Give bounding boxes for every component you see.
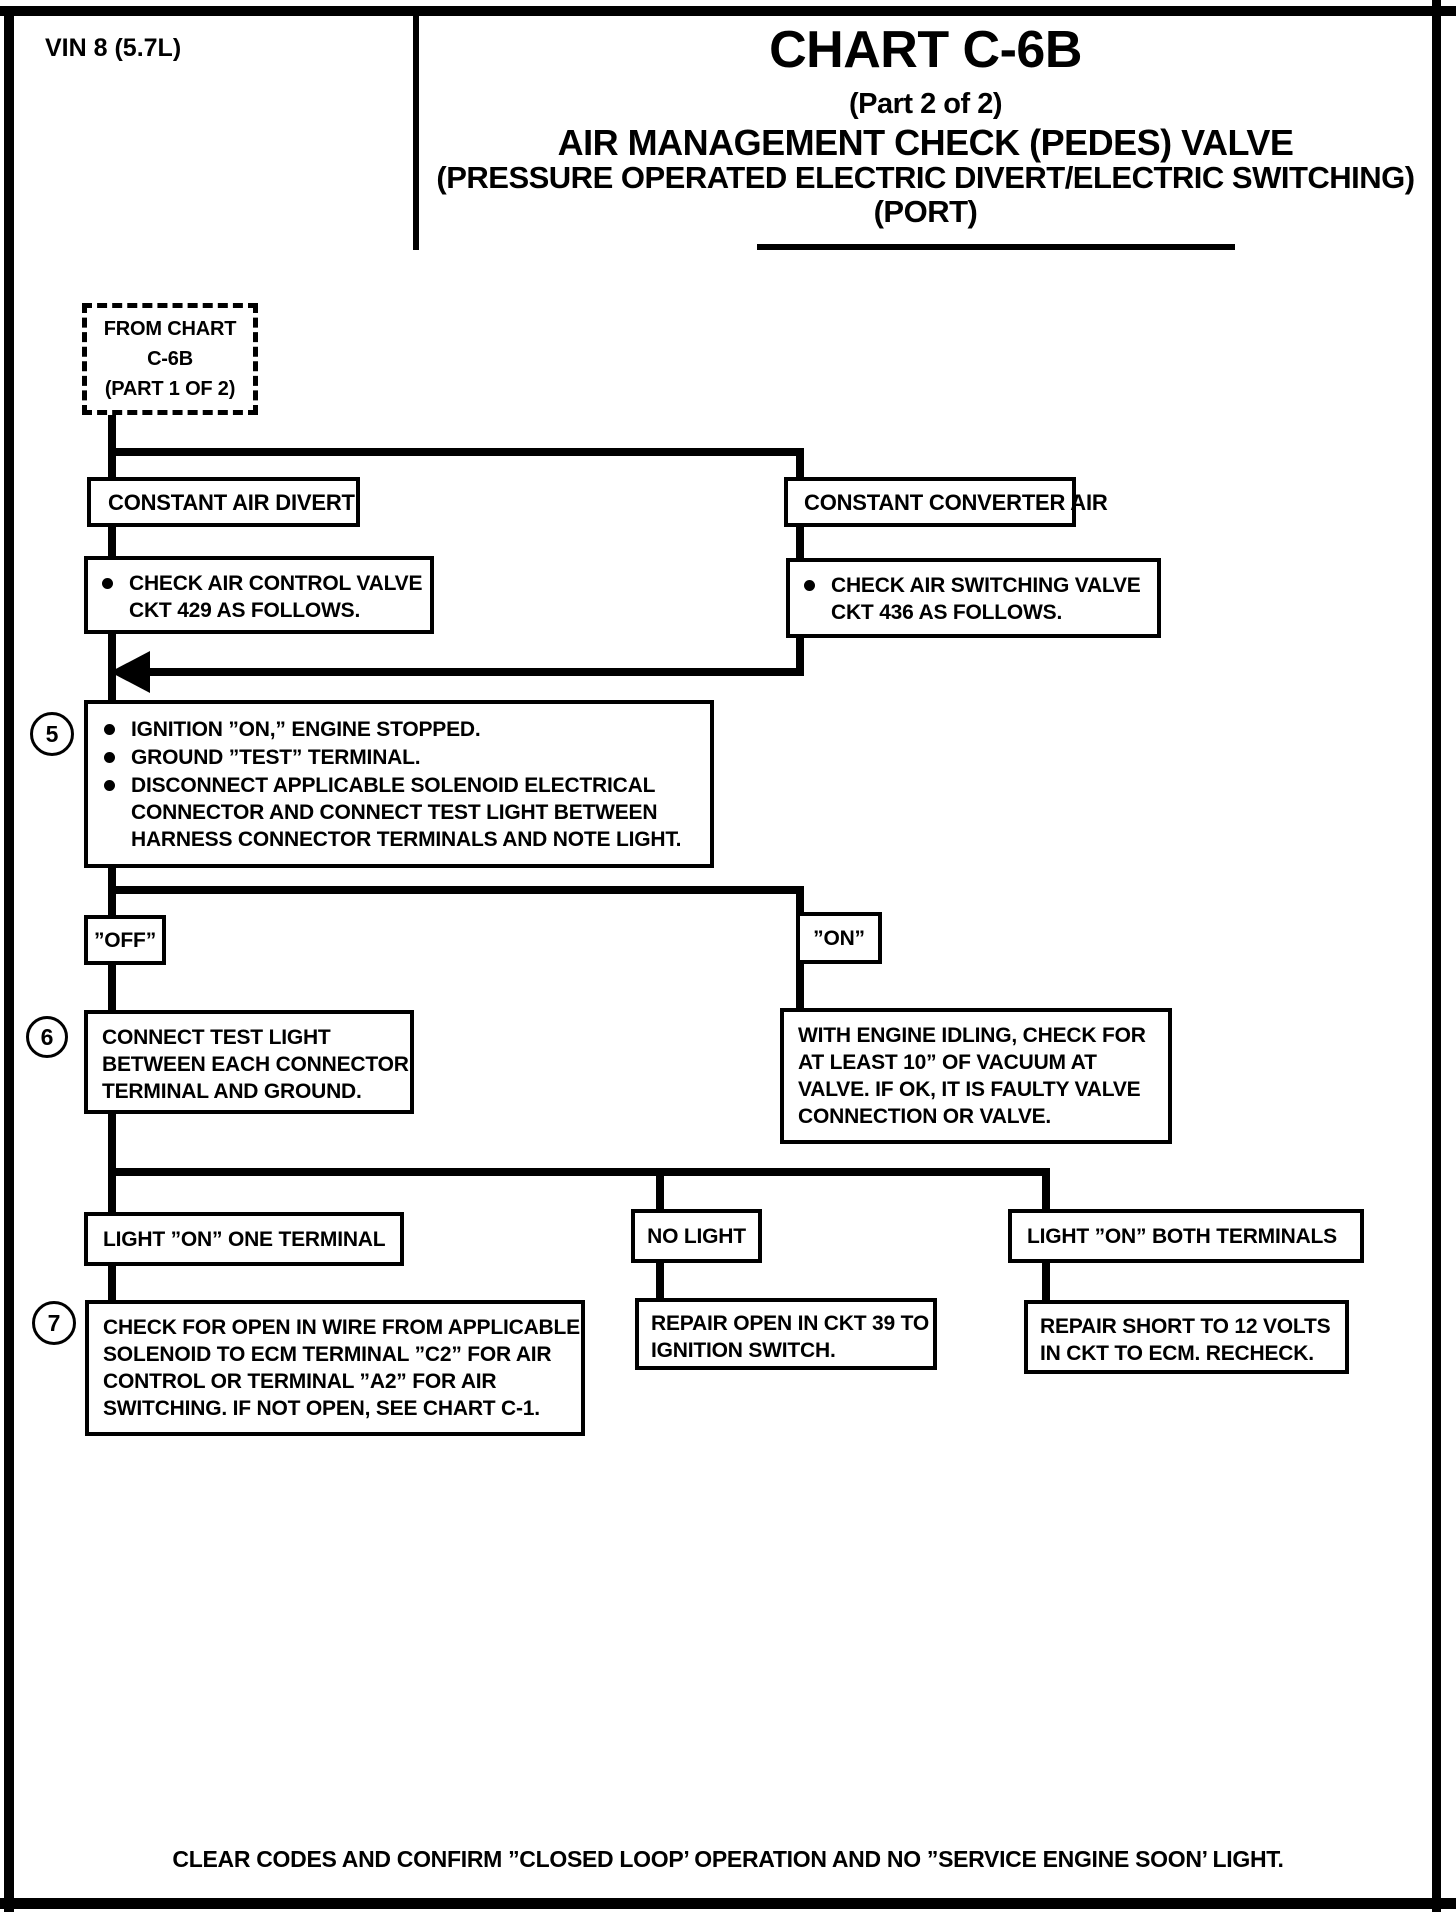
repair-open-line2: IGNITION SWITCH.	[651, 1339, 836, 1362]
from-chart-line1: FROM CHART	[103, 318, 237, 340]
repair-open-line1: REPAIR OPEN IN CKT 39 TO	[651, 1312, 929, 1335]
from-chart-line2: C-6B	[147, 348, 193, 370]
connector-return-horizontal	[146, 668, 804, 676]
page-border-left	[4, 6, 14, 1912]
light-on-both-terminals-label: LIGHT ”ON” BOTH TERMINALS	[1027, 1224, 1337, 1248]
engine-idling-line2: AT LEAST 10” OF VACUUM AT	[798, 1051, 1097, 1074]
connect-test-light-line2: BETWEEN EACH CONNECTOR	[102, 1053, 409, 1076]
check-open-wire-line2: SOLENOID TO ECM TERMINAL ”C2” FOR AIR	[103, 1343, 552, 1366]
step-5-circle: 5	[30, 712, 74, 756]
step-5-number: 5	[45, 720, 59, 747]
page-border-right	[1432, 0, 1441, 1912]
page-subtitle-system: (PRESSURE OPERATED ELECTRIC DIVERT/ELECT…	[436, 160, 1415, 195]
arrow-left-icon	[110, 651, 150, 693]
light-on-one-terminal-box: LIGHT ”ON” ONE TERMINAL	[84, 1212, 404, 1266]
off-label: ”OFF”	[94, 928, 156, 952]
connector-split2-horizontal	[108, 886, 804, 894]
repair-open-box: REPAIR OPEN IN CKT 39 TO IGNITION SWITCH…	[635, 1298, 937, 1370]
page-subtitle-name: AIR MANAGEMENT CHECK (PEDES) VALVE	[557, 122, 1294, 163]
repair-short-box: REPAIR SHORT TO 12 VOLTS IN CKT TO ECM. …	[1024, 1300, 1349, 1374]
constant-converter-air-label: CONSTANT CONVERTER AIR	[804, 489, 1108, 515]
constant-air-divert-label: CONSTANT AIR DIVERT	[108, 489, 355, 515]
repair-short-line1: REPAIR SHORT TO 12 VOLTS	[1040, 1315, 1331, 1338]
check-air-control-box: CHECK AIR CONTROL VALVE CKT 429 AS FOLLO…	[84, 556, 434, 634]
check-air-switching-box: CHECK AIR SWITCHING VALVE CKT 436 AS FOL…	[786, 558, 1161, 638]
check-open-wire-line1: CHECK FOR OPEN IN WIRE FROM APPLICABLE	[103, 1316, 580, 1339]
check-air-switching-line1: CHECK AIR SWITCHING VALVE	[831, 574, 1141, 597]
step-7-number: 7	[47, 1309, 61, 1336]
check-air-control-line2: CKT 429 AS FOLLOWS.	[129, 599, 361, 622]
vin-label: VIN 8 (5.7L)	[45, 34, 182, 62]
engine-idling-line4: CONNECTION OR VALVE.	[798, 1105, 1052, 1128]
from-chart-box: FROM CHART C-6B (PART 1 OF 2)	[82, 303, 258, 415]
page-title: CHART C-6B	[769, 21, 1082, 79]
constant-air-divert-box: CONSTANT AIR DIVERT	[87, 477, 360, 527]
no-light-box: NO LIGHT	[631, 1209, 762, 1263]
from-chart-line3: (PART 1 OF 2)	[104, 378, 236, 400]
bullet-icon	[104, 780, 115, 791]
bullet-icon	[102, 578, 113, 589]
check-open-wire-line4: SWITCHING. IF NOT OPEN, SEE CHART C-1.	[103, 1397, 540, 1420]
footer-note: CLEAR CODES AND CONFIRM ”CLOSED LOOP’ OP…	[172, 1846, 1284, 1872]
connect-test-light-box: CONNECT TEST LIGHT BETWEEN EACH CONNECTO…	[84, 1010, 414, 1114]
check-open-wire-box: CHECK FOR OPEN IN WIRE FROM APPLICABLE S…	[85, 1300, 585, 1436]
page-subtitle-port: (PORT)	[873, 194, 978, 229]
constant-converter-air-box: CONSTANT CONVERTER AIR	[784, 477, 1108, 527]
connect-test-light-line1: CONNECT TEST LIGHT	[102, 1026, 331, 1049]
step-5-bullet2: GROUND ”TEST” TERMINAL.	[131, 746, 421, 769]
on-label: ”ON”	[813, 926, 865, 950]
page-subtitle-part: (Part 2 of 2)	[848, 88, 1003, 120]
connect-test-light-line3: TERMINAL AND GROUND.	[102, 1080, 362, 1103]
bullet-icon	[104, 724, 115, 735]
off-box: ”OFF”	[84, 915, 166, 965]
on-box: ”ON”	[796, 912, 882, 964]
check-air-switching-line2: CKT 436 AS FOLLOWS.	[831, 601, 1063, 624]
step-5-bullet3-line3: HARNESS CONNECTOR TERMINALS AND NOTE LIG…	[131, 828, 682, 851]
step-5-bullet3-line2: CONNECTOR AND CONNECT TEST LIGHT BETWEEN	[131, 801, 658, 824]
engine-idling-box: WITH ENGINE IDLING, CHECK FOR AT LEAST 1…	[780, 1008, 1172, 1144]
step-5-bullet3-line1: DISCONNECT APPLICABLE SOLENOID ELECTRICA…	[131, 774, 656, 797]
connector-results-horizontal	[108, 1168, 1050, 1176]
step-6-circle: 6	[26, 1016, 68, 1058]
step-5-bullet1: IGNITION ”ON,” ENGINE STOPPED.	[131, 718, 481, 741]
page-border-bottom	[0, 1898, 1456, 1909]
step-7-circle: 7	[32, 1301, 76, 1345]
step-6-number: 6	[40, 1023, 54, 1050]
bullet-icon	[804, 580, 815, 591]
title-box-left-border	[413, 6, 419, 250]
step-5-box: IGNITION ”ON,” ENGINE STOPPED. GROUND ”T…	[84, 700, 714, 868]
engine-idling-line3: VALVE. IF OK, IT IS FAULTY VALVE	[798, 1078, 1141, 1101]
engine-idling-line1: WITH ENGINE IDLING, CHECK FOR	[798, 1024, 1146, 1047]
repair-short-line2: IN CKT TO ECM. RECHECK.	[1040, 1342, 1314, 1365]
light-on-one-terminal-label: LIGHT ”ON” ONE TERMINAL	[103, 1227, 386, 1251]
page-border-top	[0, 6, 1456, 16]
title-box-bottom-border	[757, 244, 1235, 250]
connector-top-branch-horizontal	[108, 448, 804, 456]
bullet-icon	[104, 752, 115, 763]
no-light-label: NO LIGHT	[647, 1224, 746, 1248]
check-air-control-line1: CHECK AIR CONTROL VALVE	[129, 572, 423, 595]
light-on-both-terminals-box: LIGHT ”ON” BOTH TERMINALS	[1008, 1209, 1364, 1263]
check-open-wire-line3: CONTROL OR TERMINAL ”A2” FOR AIR	[103, 1370, 497, 1393]
